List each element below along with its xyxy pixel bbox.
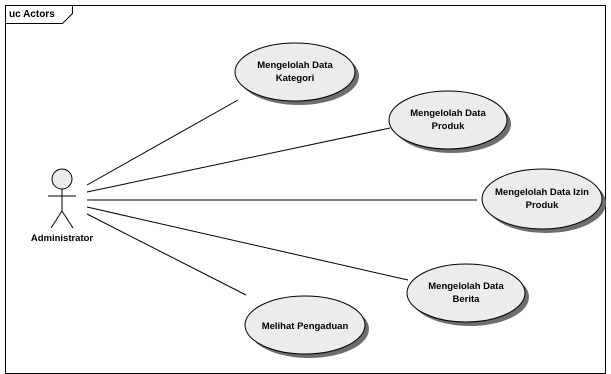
actor-left-leg: [50, 210, 63, 229]
frame-label: uc Actors: [9, 9, 55, 20]
use-case-label: Melihat Pengaduan: [262, 321, 349, 332]
use-case-label-line1: Mengelolah Data: [428, 281, 504, 292]
use-case-berita: Mengelolah Data Berita: [406, 263, 529, 326]
frame-tab: [5, 5, 73, 24]
actor-name: Administrator: [31, 233, 94, 244]
association-kategori: [86, 99, 239, 186]
use-case-ellipse: [244, 295, 366, 355]
actor-right-leg: [61, 210, 74, 229]
use-case-label-line2: Produk: [432, 121, 465, 132]
use-case-ellipse: [388, 90, 508, 150]
use-case-label-line1: Mengelolah Data: [257, 60, 333, 71]
use-case-label-line2: Berita: [453, 294, 481, 305]
use-case-ellipse: [406, 263, 526, 323]
use-case-label-line1: Mengelolah Data Izin: [495, 187, 589, 198]
use-case-izin-produk: Mengelolah Data Izin Produk: [481, 168, 606, 233]
association-pengaduan: [86, 213, 247, 296]
use-case-ellipse: [481, 168, 603, 230]
use-case-pengaduan: Melihat Pengaduan: [244, 295, 369, 358]
use-case-label-line1: Mengelolah Data: [410, 108, 486, 119]
actor-head: [51, 168, 73, 190]
use-case-label-line2: Produk: [526, 200, 559, 211]
association-berita: [86, 206, 409, 281]
associations: [86, 99, 477, 296]
use-case-label-line2: Kategori: [276, 73, 315, 84]
actor-administrator: Administrator: [31, 168, 94, 244]
use-case-ellipse: [234, 42, 356, 102]
association-produk: [86, 127, 391, 193]
use-case-produk: Mengelolah Data Produk: [388, 90, 511, 153]
use-case-kategori: Mengelolah Data Kategori: [234, 42, 359, 105]
